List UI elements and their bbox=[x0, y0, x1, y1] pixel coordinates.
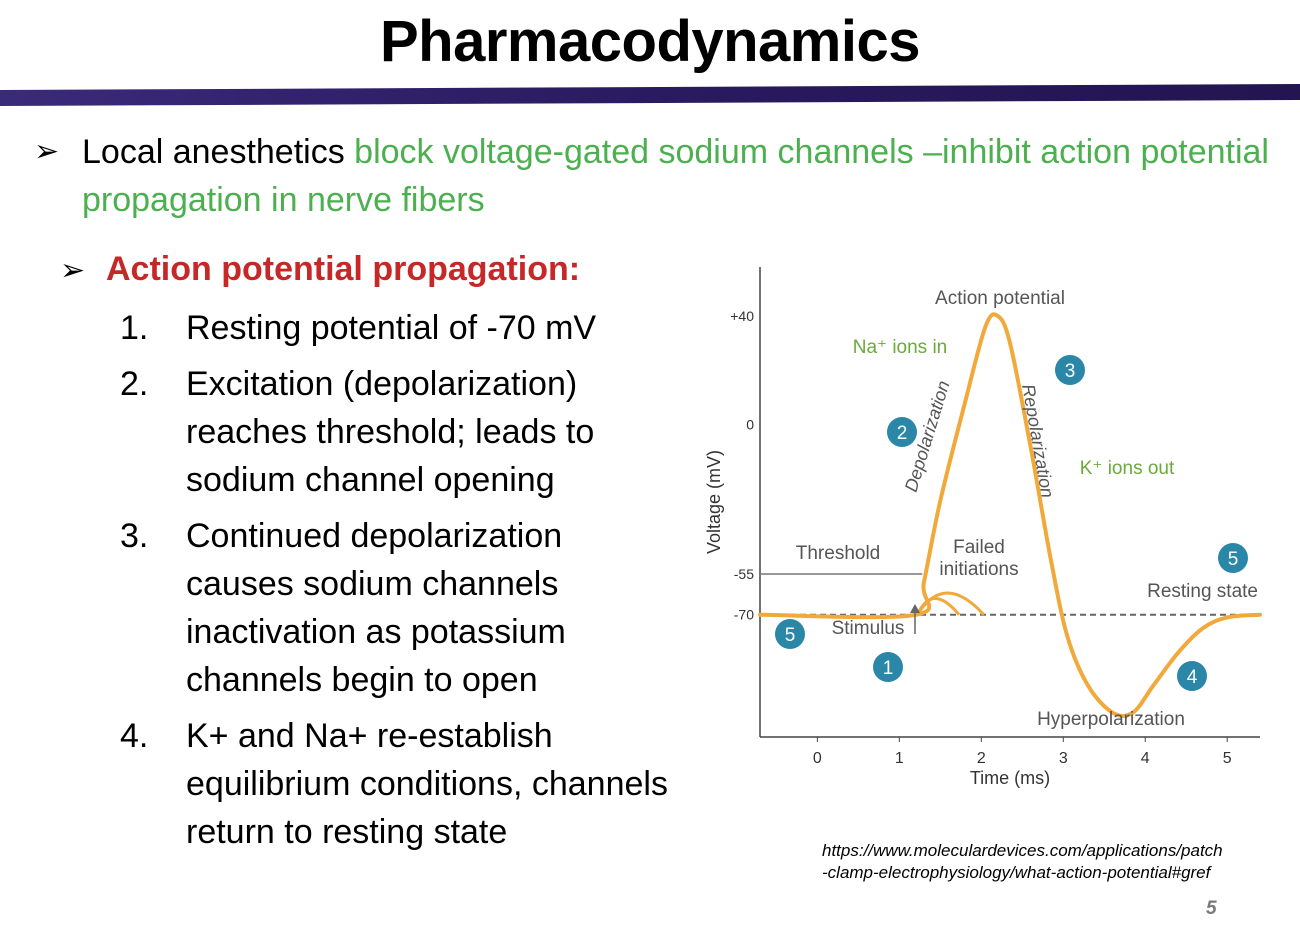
y-axis-label: Voltage (mV) bbox=[704, 450, 724, 554]
svg-text:5: 5 bbox=[1228, 549, 1239, 570]
svg-text:1: 1 bbox=[883, 658, 894, 679]
list-item: 2.Excitation (depolarization) reaches th… bbox=[120, 365, 595, 499]
bullet-arrow-icon: ➢ bbox=[34, 135, 60, 168]
bullet-arrow-icon: ➢ bbox=[60, 254, 86, 287]
step-marker-5-right: 5 bbox=[1218, 543, 1248, 573]
label-k-ions-out: K⁺ ions out bbox=[1080, 458, 1175, 479]
failed-initiation-curve bbox=[916, 591, 985, 616]
label-na-ions-in: Na⁺ ions in bbox=[853, 337, 948, 358]
svg-text:5: 5 bbox=[785, 625, 796, 646]
list-item: 1.Resting potential of -70 mV bbox=[120, 309, 597, 347]
action-potential-chart: Voltage (mV) Time (ms) +40 0 -55 -70 0 1 2 3 4 5… bbox=[704, 267, 1262, 788]
label-stimulus: Stimulus bbox=[832, 618, 905, 639]
source-link-line-2[interactable]: -clamp-electrophysiology/what-action-pot… bbox=[822, 863, 1211, 882]
step-marker-4: 4 bbox=[1177, 661, 1207, 691]
bullet-local-anesthetics: Local anesthetics block voltage-gated so… bbox=[82, 128, 1272, 224]
label-repolarization: Repolarization bbox=[1018, 383, 1058, 500]
bullet1-highlight: block voltage-gated sodium channels –inh… bbox=[82, 133, 1269, 219]
label-hyperpolarization: Hyperpolarization bbox=[1037, 709, 1185, 730]
subheading-action-potential: Action potential propagation: bbox=[106, 250, 581, 288]
label-failed: Failed bbox=[953, 537, 1005, 558]
svg-text:4: 4 bbox=[1187, 667, 1198, 688]
stimulus-arrow-icon bbox=[910, 604, 920, 613]
svg-text:3: 3 bbox=[1065, 361, 1076, 382]
label-initiations: initiations bbox=[939, 559, 1018, 580]
y-tick-label: 0 bbox=[746, 417, 754, 433]
label-action-potential: Action potential bbox=[935, 288, 1065, 309]
x-tick-label: 3 bbox=[1059, 750, 1068, 767]
x-tick-label: 0 bbox=[813, 750, 822, 767]
step-marker-5-left: 5 bbox=[775, 619, 805, 649]
y-tick-label: +40 bbox=[730, 308, 754, 324]
y-tick-label: -55 bbox=[734, 566, 754, 582]
list-item: 3.Continued depolarization causes sodium… bbox=[120, 517, 566, 699]
step-marker-3: 3 bbox=[1055, 355, 1085, 385]
bullet1-lead: Local anesthetics bbox=[82, 133, 355, 171]
page-number: 5 bbox=[1206, 898, 1217, 919]
x-tick-label: 4 bbox=[1141, 750, 1150, 767]
label-threshold: Threshold bbox=[796, 543, 881, 564]
list-item: 4.K+ and Na+ re-establish equilibrium co… bbox=[120, 717, 668, 851]
x-tick-label: 1 bbox=[895, 750, 904, 767]
x-axis-label: Time (ms) bbox=[970, 768, 1050, 788]
step-marker-1: 1 bbox=[873, 652, 903, 682]
title-divider-bar bbox=[0, 84, 1300, 106]
y-tick-label: -70 bbox=[734, 607, 754, 623]
x-tick-label: 2 bbox=[977, 750, 986, 767]
source-citation[interactable]: https://www.moleculardevices.com/applica… bbox=[822, 840, 1223, 884]
step-marker-2: 2 bbox=[887, 417, 917, 447]
slide-title: Pharmacodynamics bbox=[379, 9, 921, 74]
svg-text:2: 2 bbox=[897, 423, 908, 444]
source-link-line-1[interactable]: https://www.moleculardevices.com/applica… bbox=[822, 841, 1223, 860]
label-resting-state: Resting state bbox=[1147, 581, 1258, 602]
action-potential-curve bbox=[758, 312, 1262, 718]
steps-list: 1.Resting potential of -70 mV 2.Excitati… bbox=[120, 304, 700, 864]
x-tick-label: 5 bbox=[1223, 750, 1232, 767]
